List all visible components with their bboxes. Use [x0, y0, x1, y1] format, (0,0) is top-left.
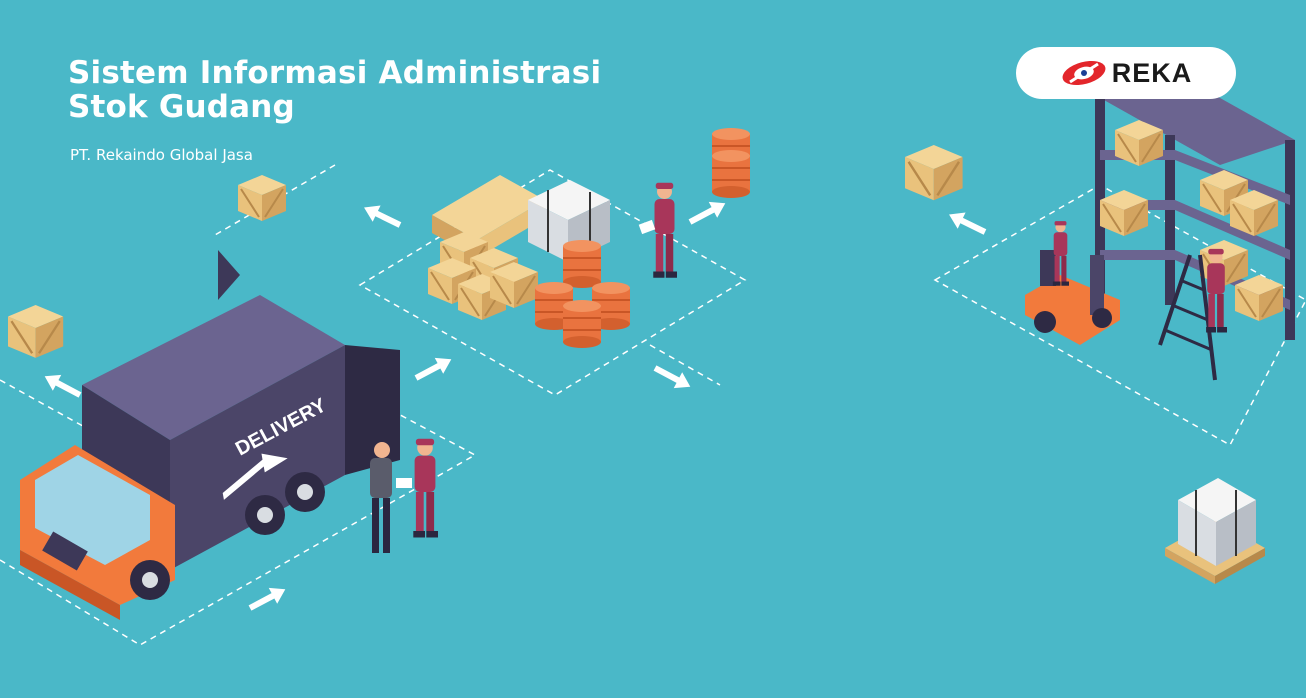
reka-logo-text: REKA: [1111, 57, 1193, 88]
title-line-2: Stok Gudang: [68, 89, 295, 125]
reka-logo: REKA: [1016, 47, 1236, 99]
forklift-icon: [1025, 221, 1120, 345]
truck-icon: DELIVERY: [20, 250, 400, 620]
reka-logo-mark-icon: [1062, 60, 1106, 86]
worker-figure: [638, 182, 677, 278]
title-line-1: Sistem Informasi Administrasi: [68, 55, 602, 91]
shelf-icon: [1095, 70, 1295, 340]
page-title: Sistem Informasi Administrasi Stok Gudan…: [68, 56, 601, 124]
ladder-worker: [1158, 248, 1227, 381]
people-handover: [370, 438, 438, 553]
crate-stack: [427, 175, 545, 321]
pallet-icon: [1165, 478, 1265, 584]
company-name: PT. Rekaindo Global Jasa: [70, 146, 253, 164]
